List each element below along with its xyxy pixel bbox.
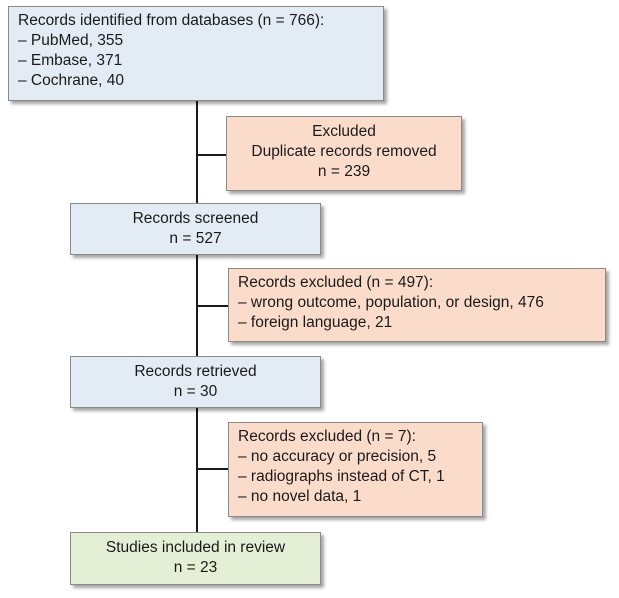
duplicates-excluded-box: Excluded Duplicate records removed n = 2… bbox=[226, 116, 462, 191]
screening-excluded-item: – wrong outcome, population, or design, … bbox=[238, 294, 544, 311]
records-screened-box: Records screened n = 527 bbox=[70, 203, 321, 255]
retrieval-excluded-item: – radiographs instead of CT, 1 bbox=[238, 468, 445, 485]
records-identified-box: Records identified from databases (n = 7… bbox=[8, 6, 384, 101]
screening-excluded-box: Records excluded (n = 497): – wrong outc… bbox=[228, 268, 606, 342]
records-identified-item: – PubMed, 355 bbox=[18, 32, 124, 49]
records-retrieved-count: n = 30 bbox=[173, 383, 218, 400]
connector-duplicates bbox=[196, 154, 226, 156]
records-screened-count: n = 527 bbox=[169, 230, 222, 247]
screening-excluded-item: – foreign language, 21 bbox=[238, 314, 393, 331]
records-retrieved-title: Records retrieved bbox=[134, 363, 257, 380]
duplicates-excluded-count: n = 239 bbox=[317, 163, 371, 180]
retrieval-excluded-item: – no accuracy or precision, 5 bbox=[238, 448, 437, 465]
records-screened-title: Records screened bbox=[132, 210, 259, 227]
connector-retrieval-exclusion bbox=[196, 468, 230, 470]
main-flow-line bbox=[196, 101, 198, 537]
records-identified-item: – Cochrane, 40 bbox=[18, 72, 124, 89]
studies-included-box: Studies included in review n = 23 bbox=[70, 532, 321, 585]
records-identified-item: – Embase, 371 bbox=[18, 52, 123, 69]
records-retrieved-box: Records retrieved n = 30 bbox=[70, 356, 321, 408]
records-identified-title: Records identified from databases (n = 7… bbox=[18, 12, 325, 29]
screening-excluded-title: Records excluded (n = 497): bbox=[238, 274, 434, 291]
studies-included-count: n = 23 bbox=[173, 559, 218, 576]
retrieval-excluded-box: Records excluded (n = 7): – no accuracy … bbox=[228, 422, 483, 517]
retrieval-excluded-title: Records excluded (n = 7): bbox=[238, 428, 416, 445]
duplicates-excluded-label: Duplicate records removed bbox=[251, 143, 437, 160]
retrieval-excluded-item: – no novel data, 1 bbox=[238, 488, 362, 505]
connector-screening-exclusion bbox=[196, 305, 230, 307]
studies-included-title: Studies included in review bbox=[105, 539, 286, 556]
duplicates-excluded-title: Excluded bbox=[312, 123, 376, 140]
